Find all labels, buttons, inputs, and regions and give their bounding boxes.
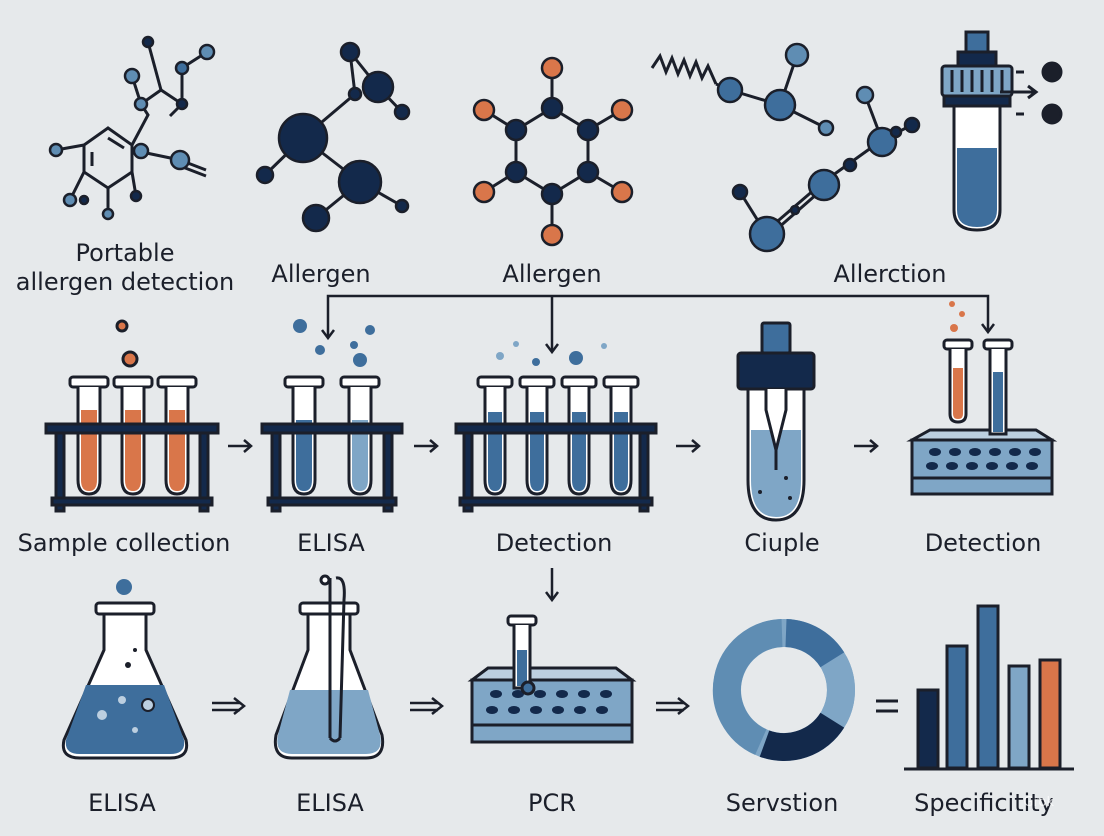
bar-chart-icon <box>904 604 1074 771</box>
molecule-atoms <box>255 41 411 233</box>
label-elisa-row2: ELISA <box>297 529 365 557</box>
label-servstion: Servstion <box>725 789 839 817</box>
flow-arrow <box>676 439 701 453</box>
label-portable-line2: allergen detection <box>15 268 235 296</box>
test-tube-rack-icon <box>454 341 658 513</box>
label-portable-allergen-detection: Portable allergen detection <box>16 239 234 297</box>
test-tube-rack-icon <box>44 319 220 513</box>
flow-arrow <box>410 697 445 715</box>
flow-arrow <box>854 439 879 453</box>
flow-arrow <box>228 439 253 453</box>
molecule-atoms <box>48 35 216 221</box>
dropper-tube-icon <box>940 30 1063 232</box>
flow-arrow <box>212 697 247 715</box>
donut-chart-icon <box>712 619 855 761</box>
flow-arrow <box>414 439 439 453</box>
label-allergen-2: Allergen <box>502 260 602 288</box>
label-allerction: Allerction <box>833 260 947 288</box>
molecule-atoms <box>716 42 921 253</box>
label-allergen-1: Allergen <box>271 260 371 288</box>
label-portable-line1: Portable <box>75 239 175 267</box>
molecule-icon <box>483 68 623 235</box>
molecule-atoms <box>472 56 634 247</box>
label-detection-row2b: Detection <box>924 529 1042 557</box>
watermark: Grok <box>1023 795 1054 810</box>
label-sample-collection: Sample collection <box>17 529 231 557</box>
erlenmeyer-flask-icon <box>61 579 189 760</box>
label-elisa-row3b: ELISA <box>296 789 364 817</box>
label-ciuple: Ciuple <box>744 529 820 557</box>
erlenmeyer-flask-icon <box>273 574 385 760</box>
equals-sign <box>876 699 898 713</box>
label-detection-row2a: Detection <box>495 529 613 557</box>
connector-arrows <box>321 294 995 355</box>
label-pcr: PCR <box>528 789 576 817</box>
microplate-icon <box>906 301 1058 496</box>
microplate-icon <box>467 614 637 744</box>
pipette-icon <box>736 321 816 522</box>
test-tube-rack-icon <box>260 319 404 513</box>
label-specificity: Specificitity <box>914 789 1054 817</box>
flow-arrow <box>656 697 691 715</box>
label-elisa-row3a: ELISA <box>88 789 156 817</box>
connector-arrow-down <box>545 568 559 603</box>
